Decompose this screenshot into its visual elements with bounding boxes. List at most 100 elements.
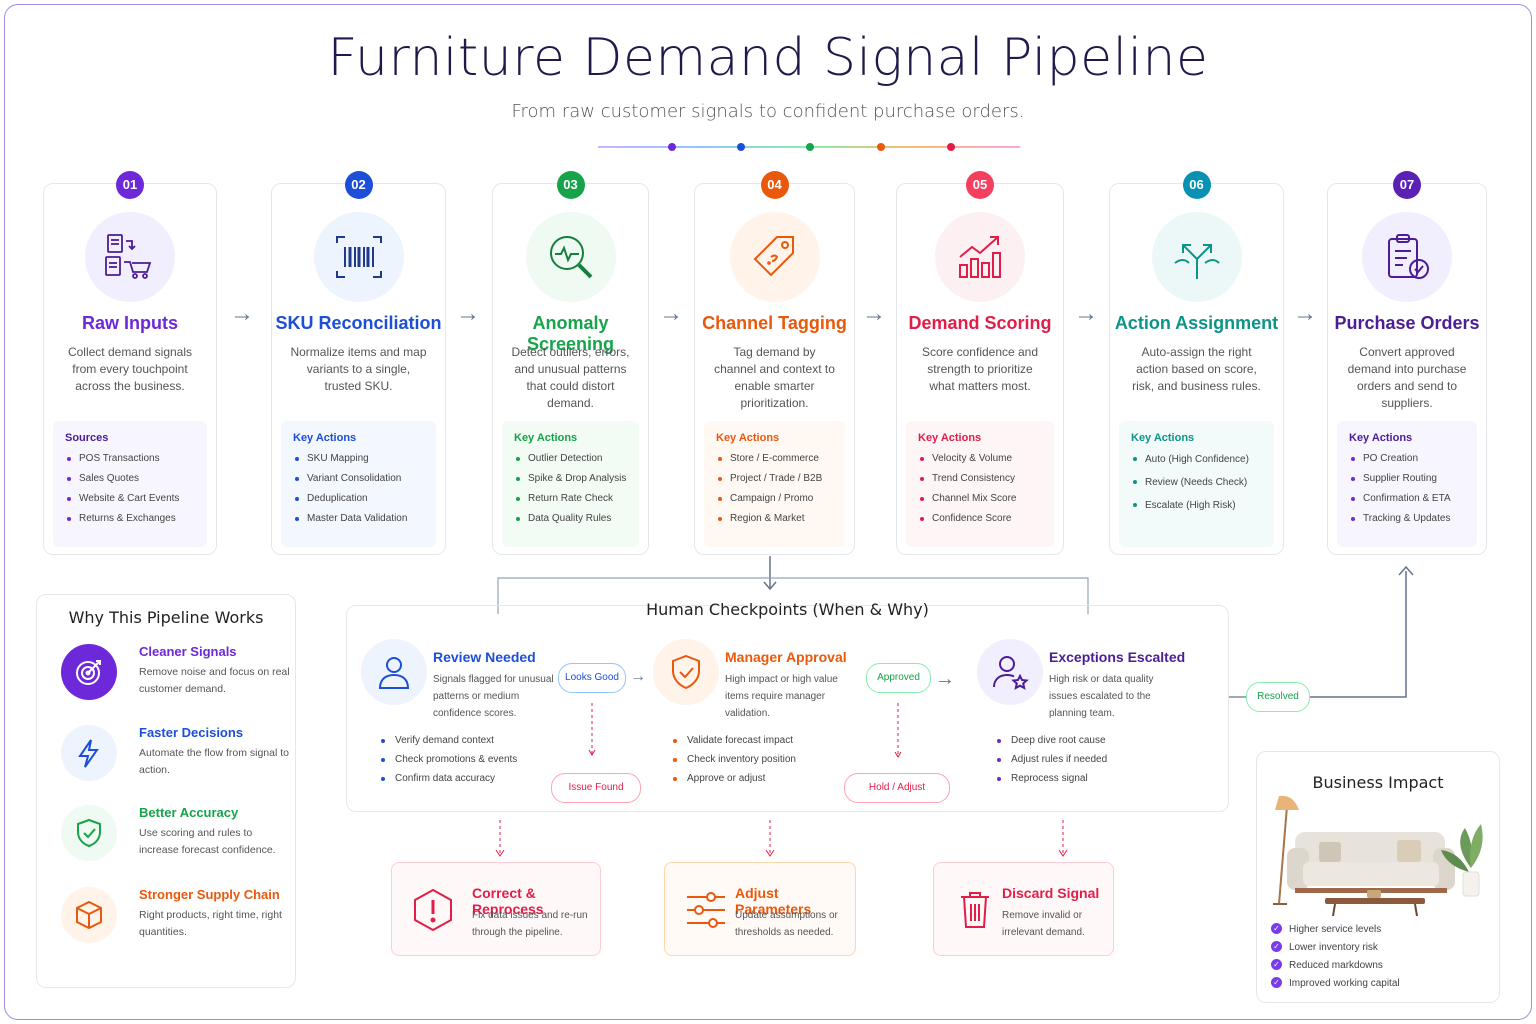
checkpoint-desc: High impact or high value items require …	[725, 674, 838, 719]
list-item: Confidence Score	[918, 513, 1042, 524]
stage-description: Detect outliers, errors, and unusual pat…	[511, 345, 630, 410]
outcome-name: Adjust Parameters	[735, 885, 812, 917]
checkpoint-name: Manager Approval	[725, 649, 847, 665]
page-frame	[4, 4, 1532, 1020]
list-item: Sales Quotes	[65, 473, 195, 484]
list-item: Confirm data accuracy	[381, 773, 581, 784]
arrow-right-icon: →	[935, 668, 955, 690]
stage-anomaly-screening[interactable]: 03 Anomaly Screening Detect outliers, er…	[492, 171, 649, 555]
arrow-right-icon: →	[230, 300, 254, 327]
list-item: Approve or adjust	[673, 773, 873, 784]
list-item: Variant Consolidation	[293, 473, 424, 484]
list-item: Return Rate Check	[514, 493, 627, 504]
decorative-dot-line	[598, 143, 1020, 151]
hold-adjust-pill[interactable]: Hold / Adjust	[844, 773, 950, 803]
stage-name: Raw Inputs	[81, 313, 178, 333]
stage-name: Purchase Orders	[1334, 313, 1480, 333]
arrow-right-icon: →	[630, 668, 646, 685]
list-item: Tracking & Updates	[1349, 513, 1465, 524]
why-item-name: Faster Decisions	[139, 725, 244, 740]
arrow-right-icon: →	[1074, 300, 1098, 327]
sofa-illustration	[1273, 795, 1483, 917]
outcome-adjust-parameters[interactable]: Adjust Parameters Update assumptions or …	[664, 862, 856, 956]
human-checkpoints-panel: Human Checkpoints (When & Why) Review Ne…	[346, 600, 1229, 812]
why-item-desc: Automate the flow from signal to action.	[139, 747, 289, 776]
list-item: Confirmation & ETA	[1349, 493, 1465, 504]
tag-icon	[729, 212, 820, 302]
list-item: Escalate (High Risk)	[1131, 499, 1262, 513]
sliders-icon	[681, 885, 731, 935]
target-icon	[61, 644, 117, 700]
approved-pill[interactable]: Approved	[866, 663, 931, 693]
list-item: Returns & Exchanges	[65, 513, 195, 524]
panel-title: Human Checkpoints (When & Why)	[646, 600, 929, 619]
stage-detail-box: Key Actions Velocity & Volume Trend Cons…	[906, 421, 1054, 547]
list-item: Deep dive root cause	[997, 735, 1197, 746]
list-item: Verify demand context	[381, 735, 581, 746]
clipboard-check-icon	[1362, 212, 1452, 302]
stage-action-assignment[interactable]: 06 Action Assignment Auto-assign the rig…	[1109, 171, 1284, 555]
checkpoint-desc: Signals flagged for unusual patterns or …	[433, 674, 554, 719]
list-item: Velocity & Volume	[918, 453, 1042, 464]
panel-title: Business Impact	[1312, 773, 1444, 792]
stage-channel-tagging[interactable]: 04 Channel Tagging Tag demand by channel…	[694, 171, 855, 555]
stage-name: Anomaly Screening	[526, 313, 615, 354]
resolved-pill[interactable]: Resolved	[1246, 682, 1310, 712]
box-title: Key Actions	[716, 432, 780, 444]
arrow-right-icon: →	[862, 300, 886, 327]
checkpoint-name: Exceptions Escalted	[1049, 649, 1186, 665]
stage-sku-reconciliation[interactable]: 02 SKU Reconciliation Normalize items an…	[271, 171, 446, 555]
list-item: Auto (High Confidence)	[1131, 453, 1262, 467]
list-item: Website & Cart Events	[65, 493, 195, 504]
stage-number: 01	[116, 171, 144, 199]
outcome-desc: Fix data issues and re-run through the p…	[472, 910, 588, 938]
box-icon	[61, 887, 117, 943]
stage-detail-box: Key Actions Store / E-commerce Project /…	[704, 421, 845, 547]
panel-title: Why This Pipeline Works	[68, 608, 264, 627]
list-item: Higher service levels	[1271, 923, 1400, 935]
page-subtitle: From raw customer signals to confident p…	[511, 101, 1025, 122]
business-impact-panel: Business Impact Higher service levels Lo…	[1256, 751, 1500, 1003]
stage-detail-box: Key Actions SKU Mapping Variant Consolid…	[281, 421, 436, 547]
why-item-name: Better Accuracy	[139, 805, 239, 820]
stage-number: 03	[556, 171, 585, 199]
stage-detail-box: Sources POS Transactions Sales Quotes We…	[53, 421, 207, 547]
list-item: Deduplication	[293, 493, 424, 504]
list-item: Validate forecast impact	[673, 735, 873, 746]
user-icon	[361, 639, 427, 705]
stage-description: Tag demand by channel and context to ena…	[714, 345, 835, 410]
list-item: POS Transactions	[65, 453, 195, 464]
looks-good-pill[interactable]: Looks Good	[558, 663, 626, 693]
issue-found-pill[interactable]: Issue Found	[551, 773, 641, 803]
bar-chart-trend-icon	[935, 212, 1025, 302]
shield-check-icon	[653, 639, 719, 705]
stage-demand-scoring[interactable]: 05 Demand Scoring Score confidence and s…	[896, 171, 1064, 555]
shield-check-icon	[61, 805, 117, 861]
arrow-right-icon: →	[456, 300, 480, 327]
box-title: Sources	[65, 432, 109, 444]
stage-number: 07	[1393, 171, 1421, 199]
list-item: Outlier Detection	[514, 453, 627, 464]
stage-raw-inputs[interactable]: 01 Raw Inputs Collect demand signals fro…	[43, 171, 217, 555]
list-item: Review (Needs Check)	[1131, 476, 1262, 490]
why-item-desc: Use scoring and rules to increase foreca…	[139, 827, 276, 856]
stage-purchase-orders[interactable]: 07 Purchase Orders Convert approved dema…	[1327, 171, 1487, 555]
outcome-correct-reprocess[interactable]: Correct & Reprocess Fix data issues and …	[391, 862, 601, 956]
list-item: Check inventory position	[673, 754, 873, 765]
checkpoint-name: Review Needed	[433, 649, 536, 665]
stage-description: Normalize items and map variants to a si…	[290, 345, 427, 393]
box-title: Key Actions	[1131, 432, 1195, 444]
outcome-desc: Remove invalid or irrelevant demand.	[1002, 910, 1085, 938]
user-star-icon	[977, 639, 1043, 705]
documents-cart-icon	[85, 212, 175, 302]
list-item: Master Data Validation	[293, 513, 424, 524]
stage-detail-box: Key Actions PO Creation Supplier Routing…	[1337, 421, 1477, 547]
list-item: Improved working capital	[1271, 977, 1400, 989]
outcome-discard-signal[interactable]: Discard Signal Remove invalid or irrelev…	[933, 862, 1114, 956]
stage-description: Score confidence and strength to priorit…	[921, 345, 1039, 393]
list-item: Region & Market	[716, 513, 833, 524]
list-item: Trend Consistency	[918, 473, 1042, 484]
stage-number: 05	[966, 171, 994, 199]
list-item: Lower inventory risk	[1271, 941, 1400, 953]
checkpoint-desc: High risk or data quality issues escalat…	[1049, 674, 1154, 719]
